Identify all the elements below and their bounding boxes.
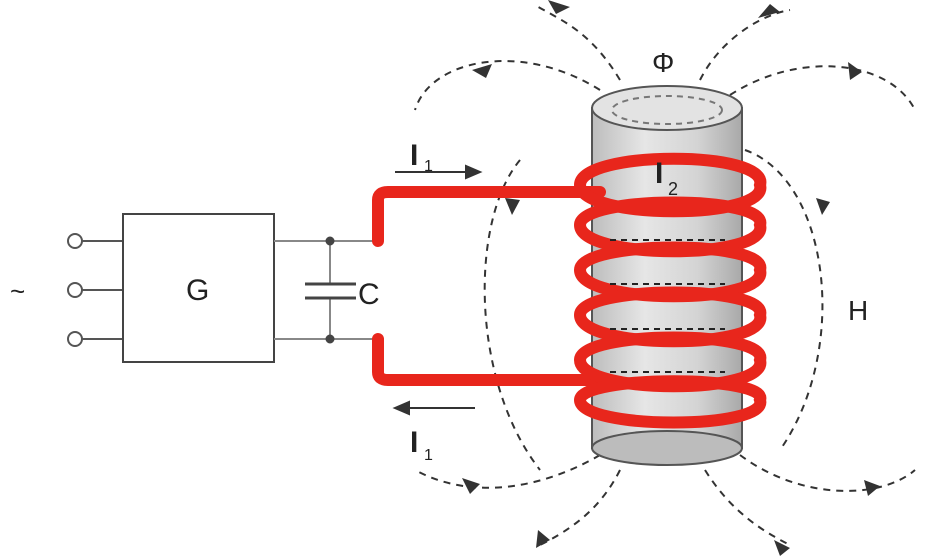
workpiece-top-face: [591, 85, 743, 131]
field-line-right-inner: [744, 149, 824, 451]
current-i1-top-sub: 1: [424, 158, 433, 175]
field-arrow: [848, 62, 862, 80]
terminal-3: [67, 331, 83, 347]
field-arrow: [462, 478, 480, 494]
field-arrow: [472, 64, 492, 78]
induced-current-dashes: [610, 239, 725, 373]
current-i1-bottom-sub: 1: [424, 447, 433, 464]
field-arrow: [758, 4, 780, 18]
induced-current-loop-top: [611, 95, 723, 125]
field-h-label: H: [848, 295, 868, 326]
field-arrow: [536, 530, 550, 548]
current-i1-top-label: I: [410, 139, 418, 172]
coil-leads: [372, 186, 606, 386]
field-arrow: [774, 540, 790, 556]
field-arrow: [864, 480, 880, 496]
field-line-bottom-left-outer: [539, 469, 621, 546]
metal-workpiece: [591, 85, 743, 466]
terminal-2: [67, 282, 83, 298]
field-line-top-right-outer: [699, 9, 791, 81]
current-i2-sub: 2: [668, 179, 678, 199]
generator-box: [122, 213, 275, 363]
coil-lead-top: [372, 186, 606, 247]
field-arrow: [505, 198, 520, 215]
field-line-bottom-left: [414, 454, 601, 489]
capacitor-label: C: [358, 278, 380, 311]
generator-label: G: [186, 274, 209, 307]
current-i2-label: I: [655, 157, 663, 190]
induction-coil: [574, 152, 767, 429]
field-arrow: [816, 198, 830, 215]
current-arrow-left: [392, 400, 410, 416]
field-arrow: [548, 0, 570, 14]
field-line-top-right: [729, 65, 916, 111]
terminal-1: [67, 233, 83, 249]
field-line-bottom-right-outer: [704, 469, 791, 546]
magnetic-field-lines: [414, 4, 916, 546]
flux-label: Φ: [652, 47, 674, 78]
ac-terminals: [67, 233, 123, 347]
field-arrows: [462, 0, 880, 556]
field-line-top-left-outer: [534, 4, 621, 81]
field-line-bottom-right: [739, 454, 916, 492]
ac-symbol-label: ~: [10, 276, 25, 306]
coil-turn-6: [574, 375, 767, 429]
current-i1-bottom-label: I: [410, 426, 418, 459]
field-line-top-left: [414, 60, 601, 111]
current-arrow-right: [465, 164, 483, 180]
coil-lead-bottom: [372, 333, 606, 386]
current-arrows: [392, 164, 483, 416]
capacitor: [305, 236, 356, 344]
